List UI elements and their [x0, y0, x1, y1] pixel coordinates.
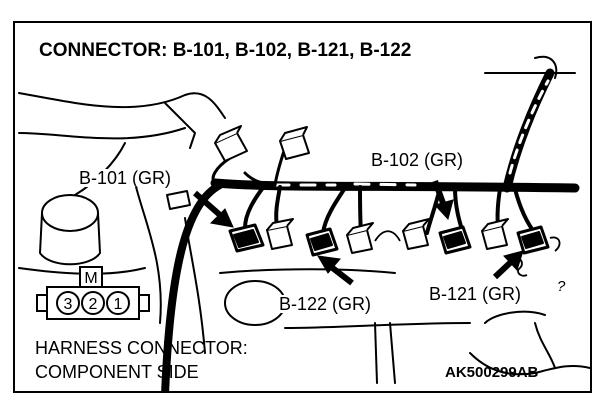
connector-small-3 — [402, 218, 430, 250]
caption-line-2: COMPONENT SIDE — [35, 362, 199, 382]
reservoir-cap — [41, 194, 99, 232]
loose-connector-1 — [214, 125, 248, 162]
arrow-b102 — [432, 179, 454, 221]
arrow-b122 — [317, 255, 354, 286]
harness-riser — [502, 68, 555, 193]
figure-code: AK500299AB — [445, 364, 539, 381]
caption-line-1: HARNESS CONNECTOR: — [35, 338, 248, 358]
pin-3: 3 — [64, 296, 73, 313]
connector-small-4 — [481, 218, 509, 250]
connector-b102 — [438, 225, 472, 255]
question-mark: ? — [557, 278, 566, 295]
label-b101: B-101 (GR) — [77, 168, 174, 188]
arrow-b121 — [492, 250, 524, 280]
connector-b122 — [305, 227, 339, 257]
harness-tab-letter: M — [84, 270, 97, 287]
loose-connector-2 — [279, 126, 310, 160]
connector-small-1 — [266, 218, 294, 250]
connector-b121 — [516, 225, 550, 255]
pin-1: 1 — [114, 296, 123, 313]
arrow-b101 — [193, 190, 234, 228]
pin-2: 2 — [89, 296, 98, 313]
connector-small-2 — [346, 222, 374, 254]
body-panel-outline — [18, 92, 226, 119]
label-b122: B-122 (GR) — [277, 294, 374, 314]
loose-connector-3 — [166, 190, 191, 210]
diagram-frame: M 3 2 1 CONNECTOR: B-101, B-102, B-121, … — [13, 21, 592, 393]
harness-left-branch — [161, 181, 224, 391]
label-b121: B-121 (GR) — [427, 284, 524, 304]
diagram-title: CONNECTOR: B-101, B-102, B-121, B-122 — [37, 40, 414, 61]
connector-b101 — [228, 223, 265, 253]
label-b102: B-102 (GR) — [369, 150, 466, 170]
engine-bay-illustration: M 3 2 1 — [18, 55, 590, 391]
harness-connector-drawing — [36, 266, 150, 320]
